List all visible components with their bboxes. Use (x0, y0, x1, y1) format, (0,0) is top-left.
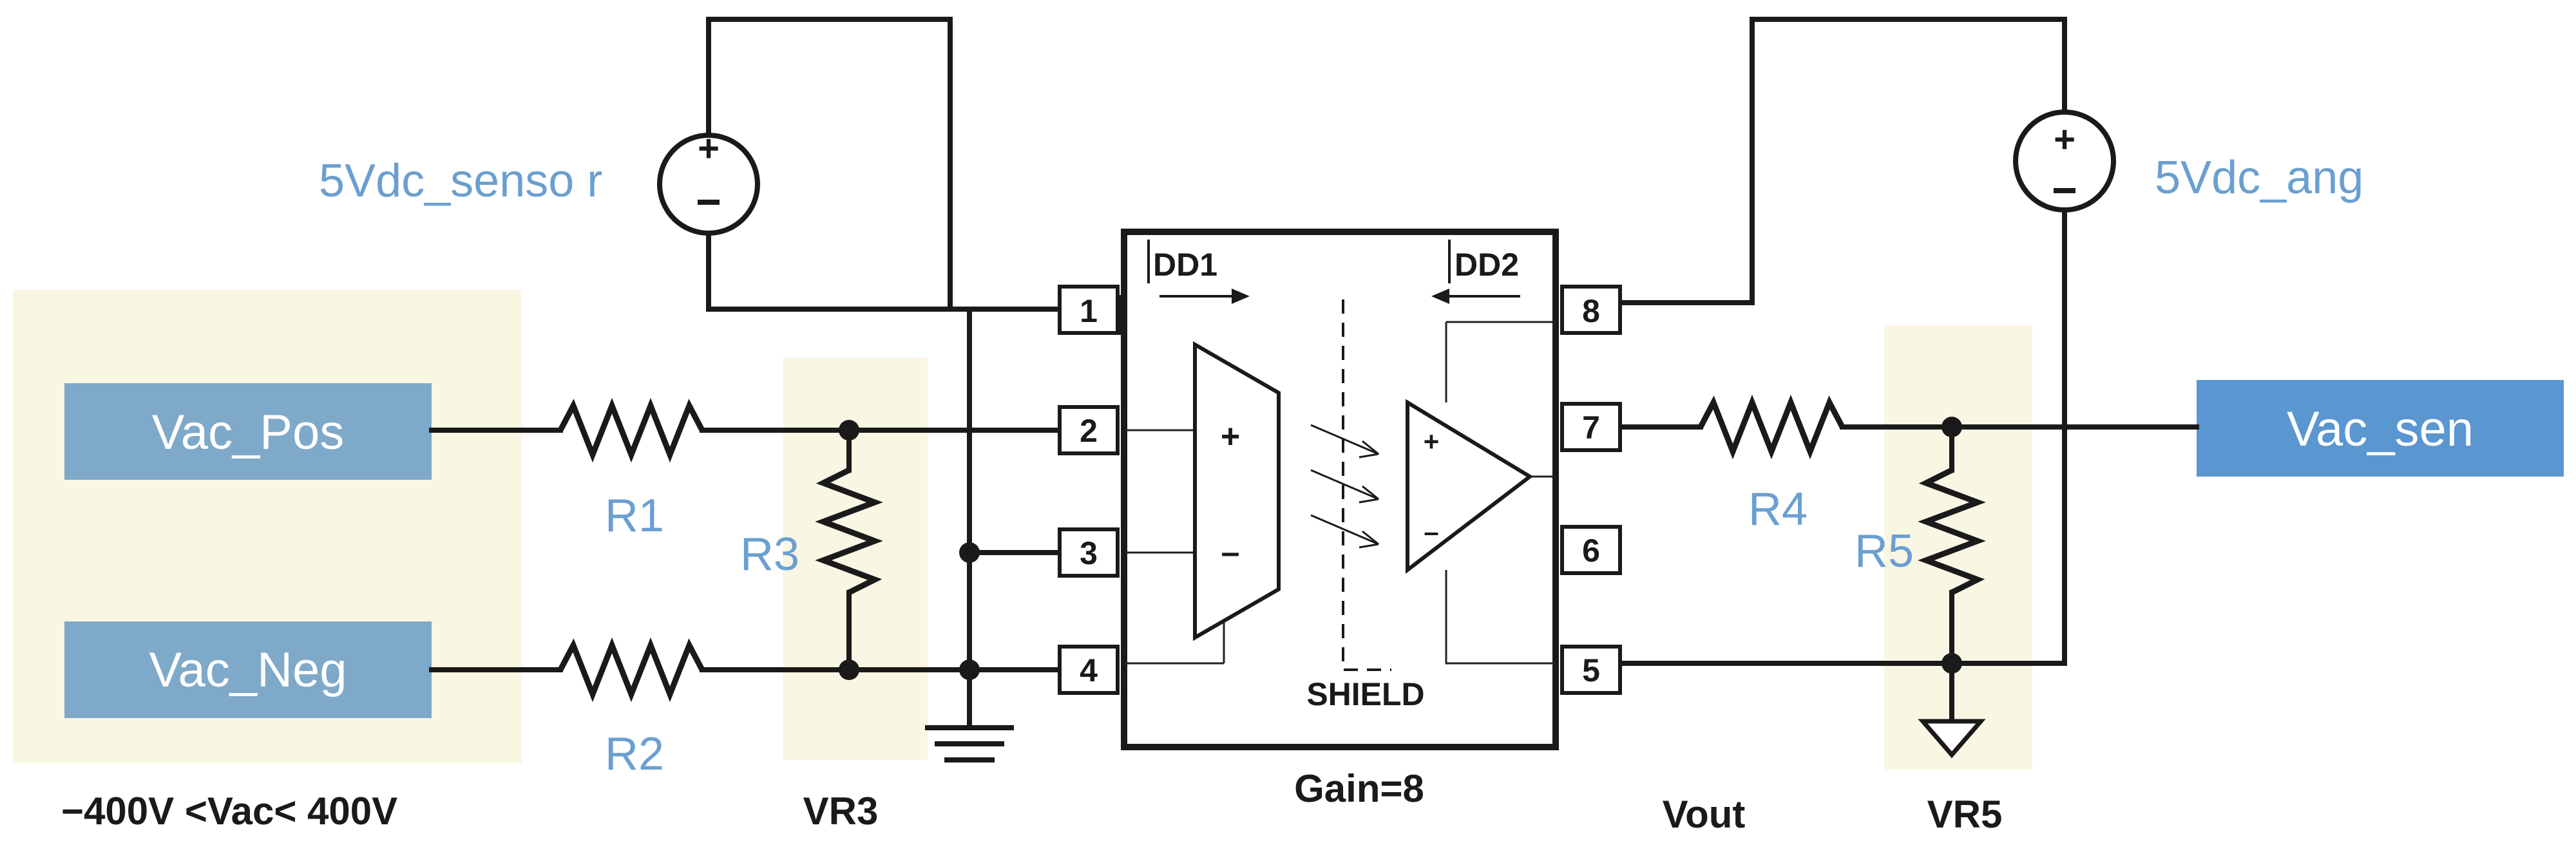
resistor-r4 (1698, 394, 1845, 460)
vac-sen-box (2197, 380, 2564, 477)
pin-1: 1 (1058, 285, 1124, 335)
pin-4: 4 (1058, 645, 1120, 695)
svg-text:6: 6 (1582, 533, 1600, 569)
svg-text:8: 8 (1582, 293, 1600, 329)
idd2-label: DD2 (1455, 247, 1519, 283)
r3-label: R3 (740, 529, 799, 580)
junction-r3-bottom (839, 659, 859, 680)
svg-text:+: + (698, 128, 720, 169)
idd1-arrow-icon (1159, 289, 1250, 304)
shield-line (1342, 299, 1391, 671)
wire-vac-neg (429, 637, 1059, 703)
ground-right-icon (1918, 719, 1986, 759)
pin-8: 8 (1560, 285, 1622, 335)
left-amplifier (1193, 341, 1281, 641)
idd2-arrow-icon (1431, 289, 1520, 304)
svg-text:–: – (1424, 516, 1438, 547)
junction-r5-top (1942, 417, 1962, 437)
svg-text:+: + (1221, 418, 1240, 455)
r5-label: R5 (1855, 526, 1914, 577)
input-range-caption: −400V <Vac< 400V (61, 790, 397, 833)
svg-text:1: 1 (1080, 293, 1098, 329)
resistor-r1 (558, 397, 705, 463)
vac-pos-label: Vac_Pos (152, 405, 345, 460)
pin-3: 3 (1058, 527, 1120, 578)
junction-r5-bottom (1942, 653, 1962, 674)
vac-neg-label: Vac_Neg (149, 643, 347, 697)
vout-caption: Vout (1663, 793, 1746, 836)
svg-text:+: + (1424, 426, 1440, 457)
junction-pin4-ground (959, 659, 980, 680)
supply-left-label: 5Vdc_senso r (319, 155, 602, 207)
isolation-amplifier-chip: + – + – DD1 DD2 SHIELD (1121, 229, 1559, 750)
svg-text:–: – (1221, 534, 1240, 571)
r1-label: R1 (605, 490, 664, 542)
pin-5: 5 (1560, 645, 1622, 695)
r4-label: R4 (1748, 484, 1808, 535)
vac-pos-box (64, 383, 432, 480)
ground-left-icon (925, 725, 1014, 762)
supply-right-source: + (2013, 109, 2116, 213)
pin-2: 2 (1058, 405, 1120, 455)
wire-pin8-supply (1621, 17, 2067, 305)
svg-text:5: 5 (1582, 652, 1600, 688)
wire-vac-pos (429, 397, 1059, 463)
gain-caption: Gain=8 (1294, 767, 1424, 810)
right-amplifier (1406, 399, 1534, 574)
vr5-caption: VR5 (1927, 793, 2003, 836)
r2-label: R2 (605, 728, 664, 780)
pin-7: 7 (1560, 402, 1622, 452)
supply-left-source: + (657, 128, 760, 236)
vac-sen-label: Vac_sen (2287, 402, 2474, 457)
wire-supply-left-bottom (706, 211, 972, 730)
svg-text:4: 4 (1080, 652, 1098, 688)
optical-coupling-arrows (1310, 424, 1379, 549)
svg-text:7: 7 (1582, 410, 1600, 446)
shield-label: SHIELD (1306, 676, 1424, 712)
wire-supply-right-bottom (1621, 207, 2067, 666)
junction-pin3 (959, 542, 980, 563)
idd1-label: DD1 (1153, 247, 1217, 283)
pin-6: 6 (1560, 525, 1622, 575)
vr3-caption: VR3 (803, 790, 879, 833)
supply-right-label: 5Vdc_ang (2155, 152, 2363, 204)
junction-r3-top (839, 420, 859, 440)
vac-neg-box (64, 621, 432, 718)
svg-text:2: 2 (1080, 413, 1098, 449)
vr3-region-highlight (783, 357, 928, 760)
svg-text:+: + (2054, 118, 2075, 160)
wire-supply-left-top (706, 17, 1059, 312)
svg-text:3: 3 (1080, 535, 1098, 571)
resistor-r2 (558, 637, 705, 703)
wire-output (1621, 394, 2199, 460)
